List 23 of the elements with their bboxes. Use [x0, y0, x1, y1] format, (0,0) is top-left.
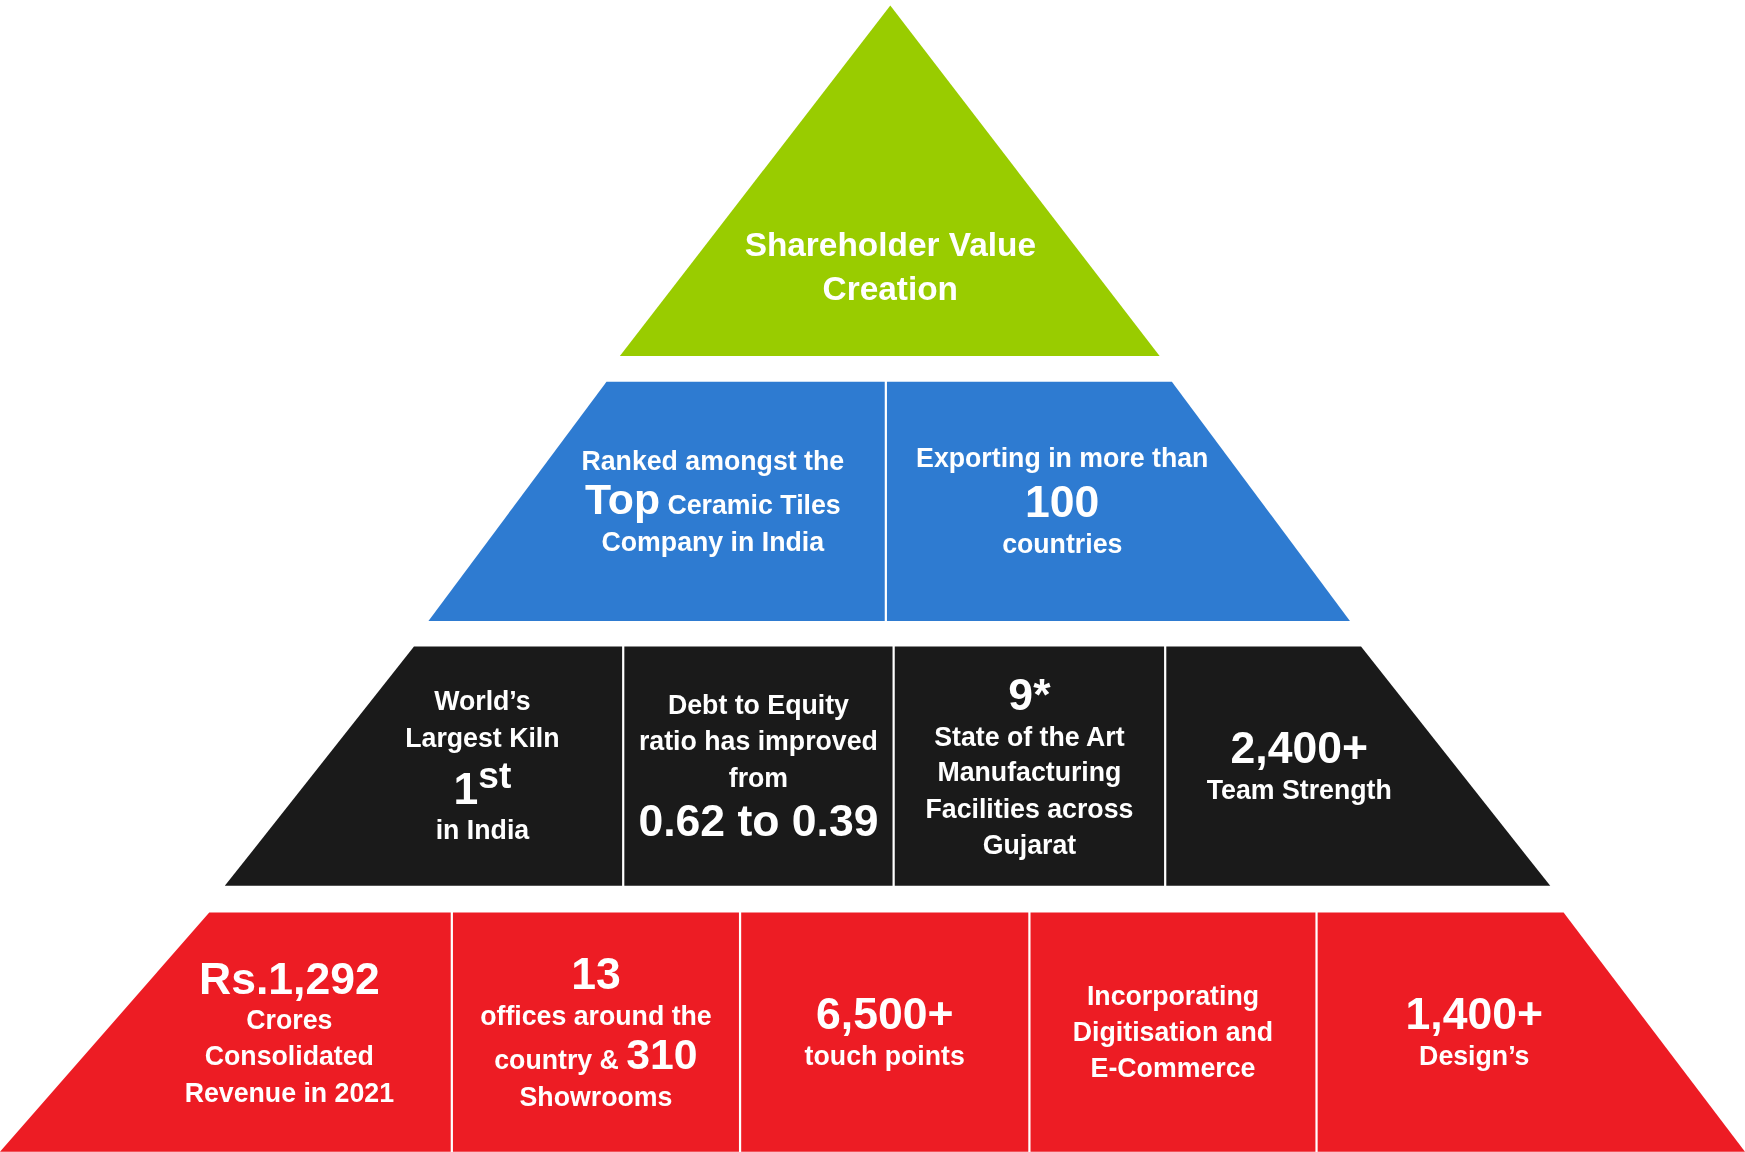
stat-number: 2,400+: [1230, 723, 1368, 773]
stat-number: 13: [571, 949, 621, 999]
stat-caption: Incorporating Digitisation and E-Commerce: [1071, 979, 1275, 1085]
stat-number: 9*: [1008, 669, 1051, 719]
stat-number: 1,400+: [1405, 989, 1543, 1039]
stat-caption: in India: [435, 814, 530, 848]
stat-caption: Exporting in more than: [916, 442, 1209, 476]
stat-number: 6,500+: [816, 989, 954, 1039]
stat-caption: Debt to Equity ratio has improved from: [637, 688, 879, 794]
stat-caption: offices around the country & 310 Showrooms: [479, 999, 713, 1114]
stat-caption: Team Strength: [1206, 773, 1392, 807]
stat-caption: State of the Art Manufacturing Facilities across Gujarat: [924, 719, 1135, 862]
stat-caption: touch points: [804, 1039, 965, 1073]
stat-number: 0.62 to 0.39: [638, 795, 879, 845]
stat-caption: Crores Consolidated Revenue in 2021: [183, 1003, 395, 1109]
stat-caption: Design’s: [1419, 1039, 1530, 1073]
stat-number: Rs.1,292: [199, 953, 380, 1003]
heading-text: Shareholder Value Creation: [743, 224, 1037, 310]
stat-number: 100: [1025, 476, 1100, 526]
stat-caption: countries: [1002, 527, 1123, 561]
stat-number: 1$^{st}$: [453, 755, 512, 813]
stat-caption: World’s Largest Kiln: [404, 684, 561, 755]
stat-caption: Ranked amongst the Top Ceramic Tiles Company in India: [580, 444, 846, 559]
